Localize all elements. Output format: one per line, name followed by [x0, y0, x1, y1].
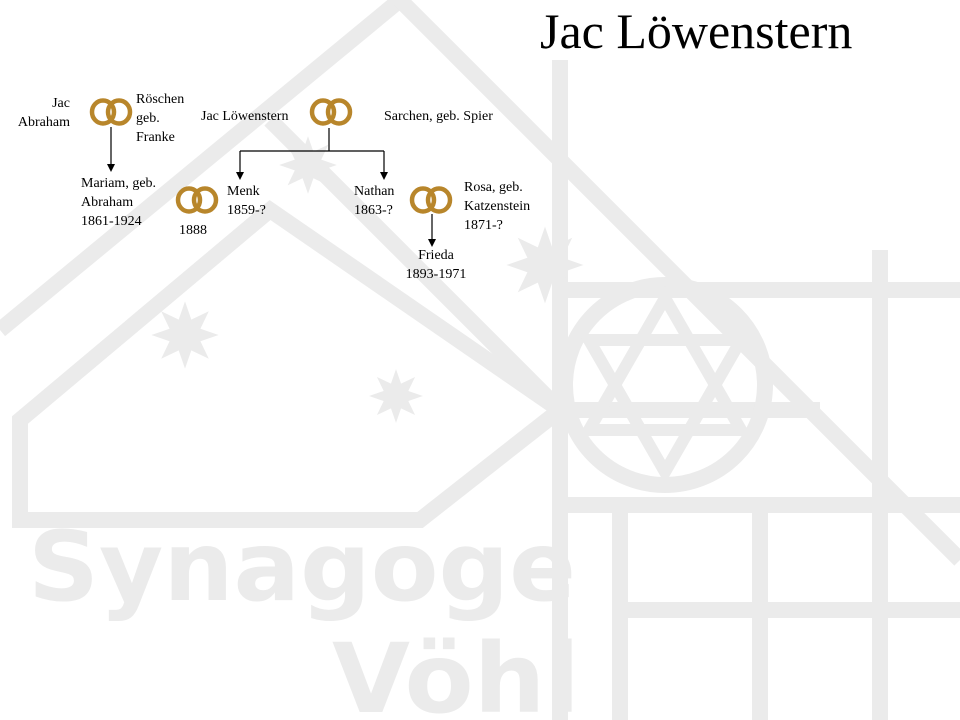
star-of-david-circle — [557, 277, 773, 493]
person-frieda: Frieda 1893-1971 — [396, 246, 476, 284]
person-sarchen-spier: Sarchen, geb. Spier — [384, 109, 493, 124]
person-dates: 1859-? — [227, 203, 266, 218]
person-name-line: Abraham — [17, 115, 70, 130]
watermark-word-synagoge: Synagoge — [28, 511, 576, 623]
person-name-line: Franke — [136, 130, 175, 145]
person-name-line: Röschen — [136, 92, 185, 107]
person-jac-loewenstern: Jac Löwenstern — [201, 109, 289, 124]
watermark-word-voehl: Vöhl — [332, 623, 580, 720]
wedding-rings-icon — [409, 186, 453, 214]
person-menk: Menk 1859-? — [227, 182, 266, 220]
wedding-rings-icon — [89, 98, 133, 126]
person-rosa-katzenstein: Rosa, geb. Katzenstein 1871-? — [464, 178, 530, 235]
person-name-line: Abraham — [81, 195, 134, 210]
person-dates: 1871-? — [464, 218, 503, 233]
person-mariam-abraham: Mariam, geb. Abraham 1861-1924 — [81, 174, 156, 231]
person-name-line: Rosa, geb. — [464, 180, 523, 195]
roof-line-left — [0, 0, 406, 337]
marriage-year: 1888 — [179, 223, 207, 238]
person-name-line: Nathan — [354, 184, 395, 199]
person-dates: 1863-? — [354, 203, 393, 218]
person-name-line: Frieda — [418, 248, 454, 263]
star-of-david-triangle-down — [578, 334, 752, 485]
wedding-rings-icon — [309, 98, 353, 126]
page-title: Jac Löwenstern — [540, 3, 853, 59]
person-name-line: geb. — [136, 111, 160, 126]
person-dates: 1893-1971 — [405, 267, 467, 282]
person-nathan: Nathan 1863-? — [354, 182, 394, 220]
person-dates: 1861-1924 — [81, 214, 142, 229]
person-roeschen-franke: Röschen geb. Franke — [136, 90, 184, 147]
person-name-line: Mariam, geb. — [81, 176, 157, 191]
central-diamond — [12, 199, 574, 528]
star-of-david-triangle-up — [578, 285, 752, 436]
person-name-line: Menk — [227, 184, 260, 199]
wedding-rings-icon — [175, 186, 219, 214]
person-jac-abraham: Jac Abraham — [14, 94, 70, 132]
person-name-line: Katzenstein — [464, 199, 531, 214]
person-name-line: Jac — [52, 96, 70, 111]
